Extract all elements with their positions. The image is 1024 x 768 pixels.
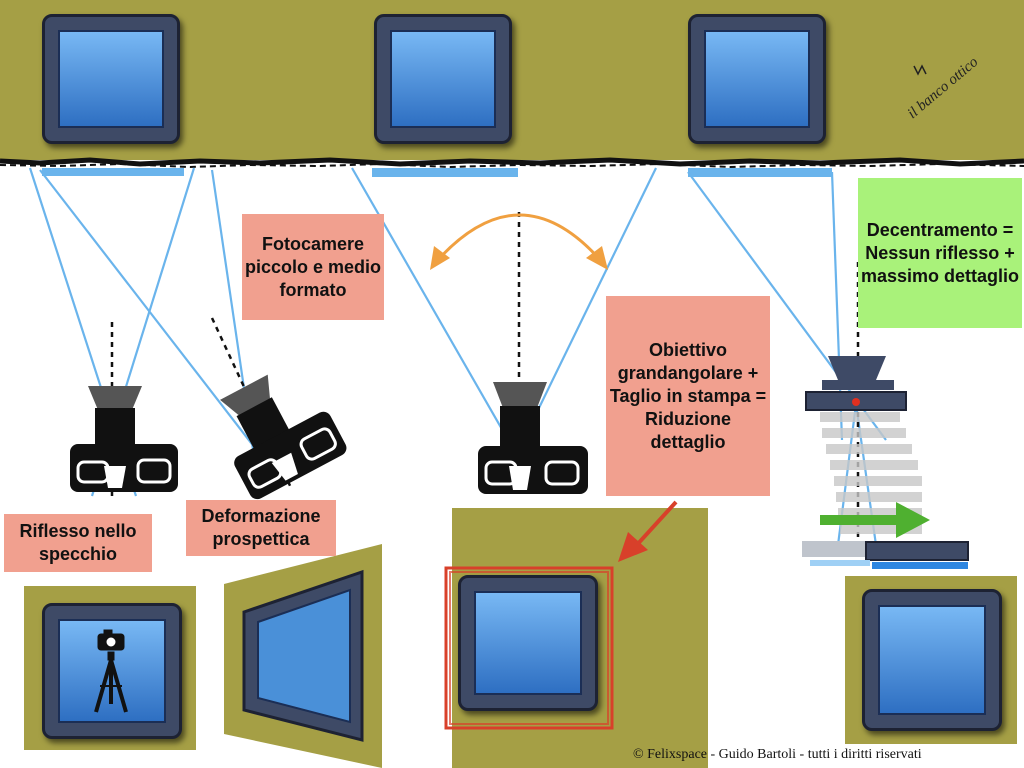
frame-glass — [878, 605, 986, 715]
crop-arrow — [618, 500, 678, 562]
distorted-frame — [224, 544, 382, 768]
copyright-text: © Felixspace - Guido Bartoli - tutti i d… — [633, 747, 922, 762]
frame-glass — [58, 30, 164, 128]
projection-bar-1 — [42, 168, 184, 176]
frame-glass — [390, 30, 496, 128]
wall-frame-2 — [374, 14, 512, 144]
camera-icon-2 — [220, 374, 347, 500]
view-camera-icon — [802, 356, 969, 569]
rotation-arrow — [430, 213, 608, 270]
label-decentramento: Decentramento = Nessun riflesso + massim… — [858, 178, 1022, 328]
wall-frame-1 — [42, 14, 180, 144]
camera-icon-1 — [70, 386, 178, 492]
label-riflesso: Riflesso nello specchio — [4, 514, 152, 572]
label-obiettivo: Obiettivo grandangolare + Taglio in stam… — [606, 296, 770, 496]
wall-frame-3 — [688, 14, 826, 144]
wall-edge-line — [0, 157, 1024, 167]
result-frame-crop — [458, 575, 598, 711]
shift-arrow — [820, 502, 930, 538]
frame-glass — [474, 591, 582, 695]
projection-bar-3 — [688, 168, 832, 177]
projection-bar-2 — [372, 168, 518, 177]
bench-mark — [913, 64, 927, 76]
crop-outline — [444, 566, 614, 730]
frame-glass — [704, 30, 810, 128]
tripod-camera-icon — [94, 629, 128, 713]
label-deformazione: Deformazione prospettica — [186, 500, 336, 556]
camera-icon-3 — [478, 382, 588, 494]
label-fotocamere: Fotocamere piccolo e medio formato — [242, 214, 384, 320]
result-frame-shift — [862, 589, 1002, 731]
